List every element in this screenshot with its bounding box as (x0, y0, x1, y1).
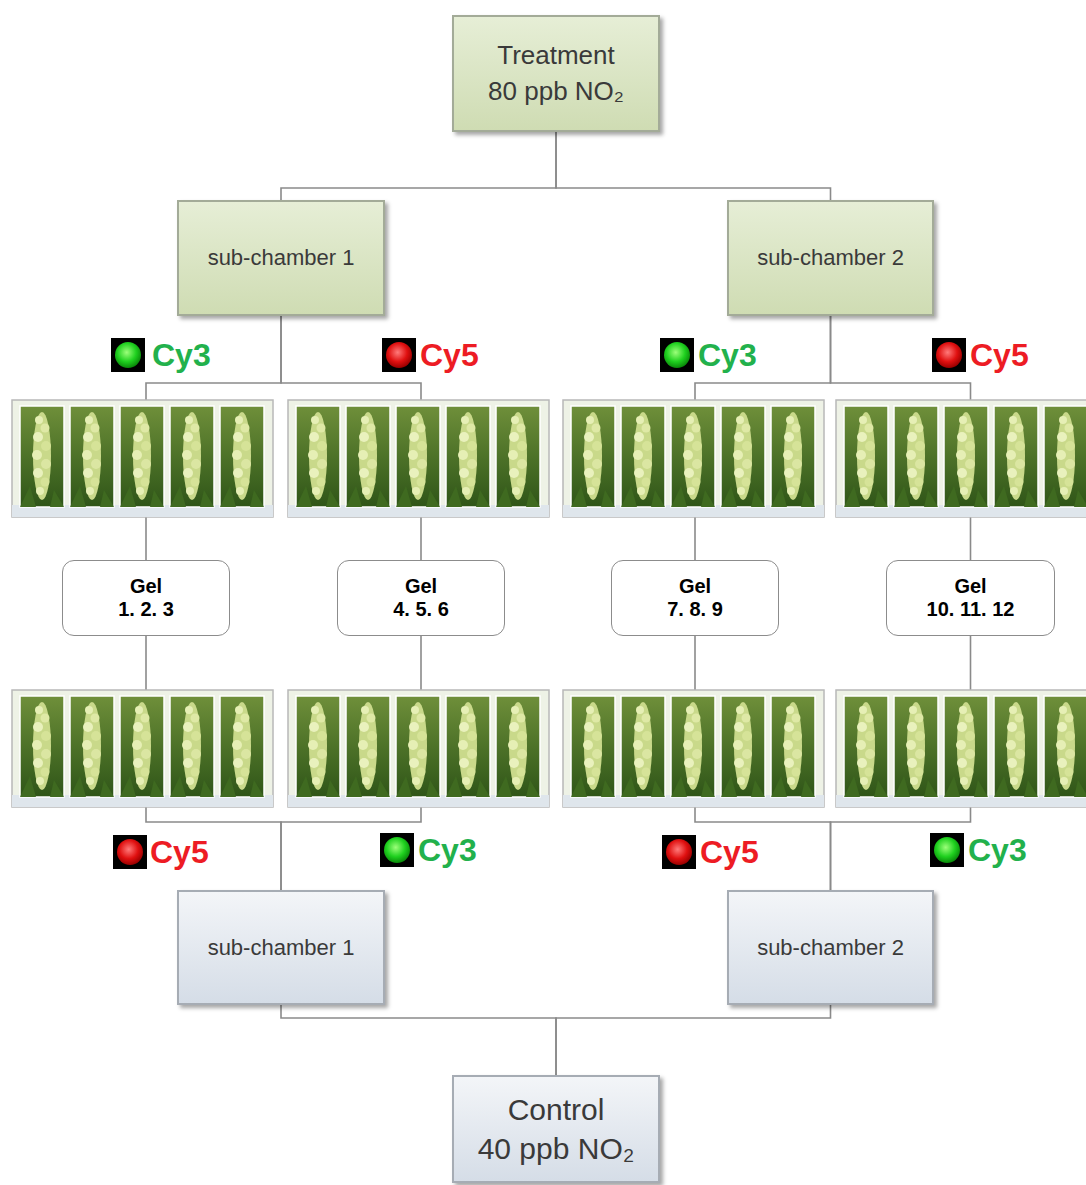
plant-strip (563, 400, 824, 517)
dye-label: Cy3 (698, 339, 757, 371)
gel-box: Gel1. 2. 3 (62, 560, 230, 636)
dye-swatch (660, 338, 694, 372)
dye-swatch (662, 835, 696, 869)
node-text: sub-chamber 2 (757, 935, 904, 961)
plant-strip (836, 690, 1086, 807)
plant-strip (836, 400, 1086, 517)
node-text: 1. 2. 3 (118, 598, 174, 621)
plant-strip (12, 690, 273, 807)
dye-swatch (382, 338, 416, 372)
dye-label: Cy3 (418, 834, 477, 866)
dye-label: Cy5 (420, 339, 479, 371)
plant-strip (563, 690, 824, 807)
node-text: sub-chamber 2 (757, 245, 904, 271)
dye-label: Cy5 (700, 836, 759, 868)
node-text: Gel (954, 575, 986, 598)
node-text: Gel (130, 575, 162, 598)
tree-connector (281, 1005, 556, 1075)
dye-swatch (380, 833, 414, 867)
sub-chamber-box: sub-chamber 2 (727, 890, 934, 1005)
gel-box: Gel10. 11. 12 (886, 560, 1055, 636)
plant-strip (288, 690, 549, 807)
node-text: Gel (405, 575, 437, 598)
plant-strip (12, 400, 273, 517)
dye-swatch (930, 833, 964, 867)
dye-swatch (113, 835, 147, 869)
node-text: Treatment (497, 38, 615, 73)
dye-swatch (111, 338, 145, 372)
dye-label: Cy5 (970, 339, 1029, 371)
tree-connector (281, 132, 556, 200)
sub-chamber-box: sub-chamber 1 (177, 890, 385, 1005)
node-text: 80 ppb NO₂ (488, 74, 624, 109)
dye-swatch (932, 338, 966, 372)
sub-chamber-box: sub-chamber 2 (727, 200, 934, 316)
treatment-box: Treatment80 ppb NO₂ (452, 15, 660, 132)
node-text: 7. 8. 9 (667, 598, 723, 621)
sub-chamber-box: sub-chamber 1 (177, 200, 385, 316)
dye-label: Cy5 (150, 836, 209, 868)
node-text: 10. 11. 12 (927, 598, 1015, 621)
node-text: 40 ppb NO₂ (478, 1129, 635, 1168)
node-text: sub-chamber 1 (208, 245, 355, 271)
dye-label: Cy3 (152, 339, 211, 371)
gel-box: Gel4. 5. 6 (337, 560, 505, 636)
node-text: Control (508, 1090, 605, 1129)
tree-connector (556, 1005, 831, 1075)
gel-box: Gel7. 8. 9 (611, 560, 779, 636)
dye-label: Cy3 (968, 834, 1027, 866)
node-text: sub-chamber 1 (208, 935, 355, 961)
control-box: Control40 ppb NO₂ (452, 1075, 660, 1183)
plant-strip (288, 400, 549, 517)
node-text: Gel (679, 575, 711, 598)
node-text: 4. 5. 6 (393, 598, 449, 621)
tree-connector (556, 132, 831, 200)
